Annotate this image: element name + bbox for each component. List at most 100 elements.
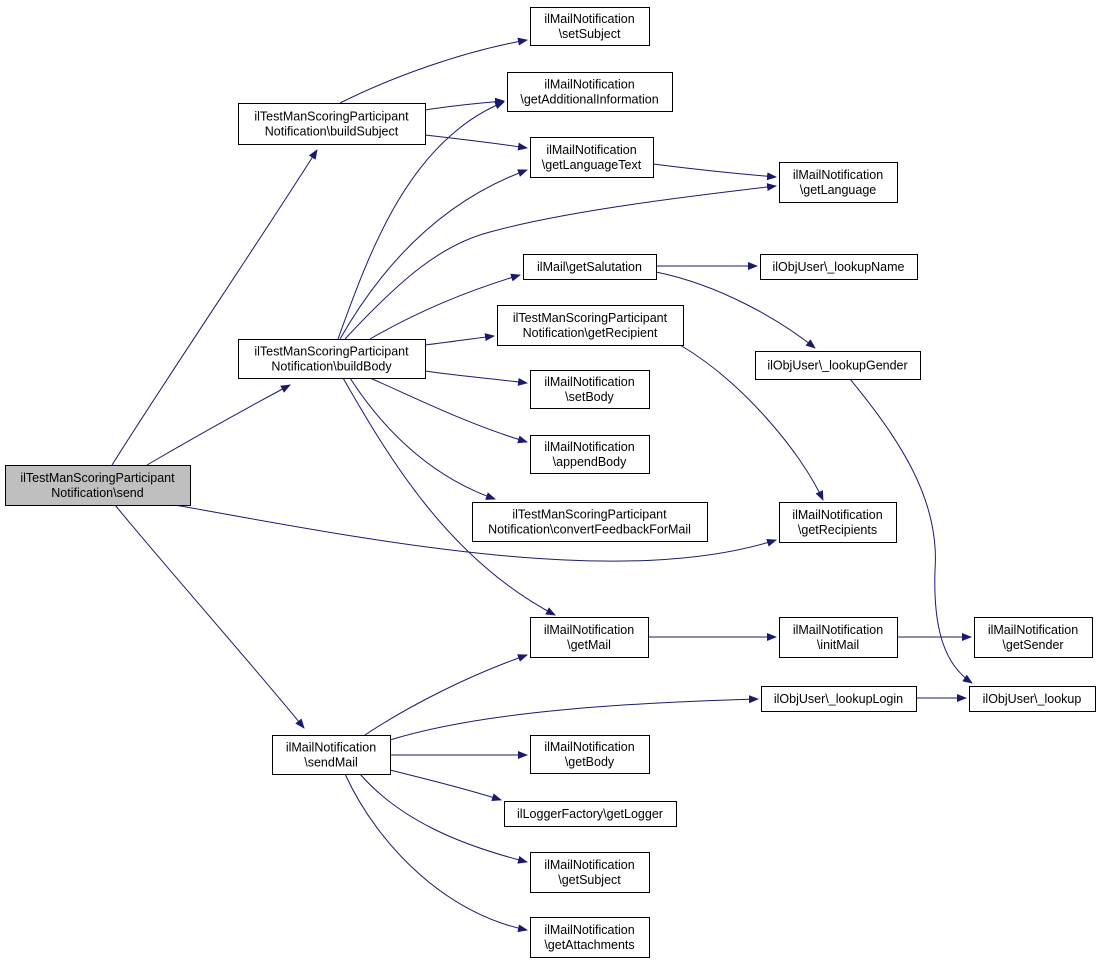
node-label-line: ilObjUser\_lookup (983, 692, 1082, 706)
node-getSubject[interactable]: ilMailNotification\getSubject (530, 852, 650, 893)
node-label-line: ilMailNotification (792, 508, 882, 522)
node-label-line: ilObjUser\_lookupName (772, 260, 904, 274)
node-initMail[interactable]: ilMailNotification\initMail (779, 617, 898, 658)
node-label-line: ilTestManScoringParticipant (254, 345, 409, 359)
node-box (472, 502, 708, 542)
node-label-line: ilObjUser\_lookupGender (767, 359, 907, 373)
node-label-line: \getLanguageText (542, 158, 642, 172)
node-getLanguageText[interactable]: ilMailNotification\getLanguageText (530, 137, 654, 178)
node-label-line: ilMailNotification (544, 375, 634, 389)
node-label-line: \initMail (817, 638, 859, 652)
node-label-line: ilLoggerFactory\getLogger (517, 807, 663, 821)
node-getBody[interactable]: ilMailNotification\getBody (530, 735, 650, 774)
node-box (530, 617, 649, 658)
node-label-line: \getSender (1002, 638, 1063, 652)
edge-getLanguageText-to-getLanguage (652, 163, 777, 181)
edge-send-to-getRecipients (174, 504, 777, 562)
node-label-line: Notification\buildSubject (265, 125, 399, 139)
node-box (530, 370, 650, 409)
edge-send-to-buildSubject (111, 149, 318, 466)
node-buildBody[interactable]: ilTestManScoringParticipantNotification\… (238, 339, 426, 379)
node-label-line: ilMailNotification (544, 623, 634, 637)
node-label-line: ilMailNotification (286, 741, 376, 755)
node-label-line: ilTestManScoringParticipant (512, 508, 667, 522)
node-label-line: ilMailNotification (546, 143, 636, 157)
nodes-layer: ilTestManScoringParticipantNotification\… (5, 7, 1096, 958)
edge-sendMail-to-getMail (364, 654, 528, 736)
node-label-line: ilMail\getSalutation (537, 260, 642, 274)
node-lookupName[interactable]: ilObjUser\_lookupName (760, 254, 918, 280)
node-getAdditionalInformation[interactable]: ilMailNotification\getAdditionalInformat… (507, 72, 673, 112)
edge-buildBody-to-convertFeedbackForMail (349, 377, 496, 500)
node-box (497, 305, 684, 346)
edge-buildBody-to-getLanguage (344, 183, 777, 340)
node-getMail[interactable]: ilMailNotification\getMail (530, 617, 649, 658)
node-label-line: ilObjUser\_lookupLogin (774, 692, 903, 706)
edge-getRecipient-to-getRecipients (679, 344, 824, 501)
node-box (530, 7, 650, 46)
edge-buildBody-to-getMail (342, 377, 556, 616)
edge-buildSubject-to-setSubject (339, 37, 528, 104)
edge-buildBody-to-getAdditionalInformation (337, 101, 505, 340)
node-box (779, 617, 898, 658)
node-box (530, 917, 650, 958)
node-label-line: ilMailNotification (544, 858, 634, 872)
edge-sendMail-to-getSubject (359, 773, 528, 864)
edge-buildBody-to-getSalutation (369, 273, 521, 340)
node-label-line: \getMail (567, 638, 611, 652)
node-label-line: \getLanguage (800, 183, 877, 197)
node-setSubject[interactable]: ilMailNotification\setSubject (530, 7, 650, 46)
node-label-line: \appendBody (553, 455, 627, 469)
edge-sendMail-to-getAttachments (344, 773, 528, 933)
node-getRecipients[interactable]: ilMailNotification\getRecipients (779, 502, 897, 543)
node-label-line: ilMailNotification (793, 623, 883, 637)
node-getSalutation[interactable]: ilMail\getSalutation (523, 254, 657, 280)
node-label-line: \getSubject (558, 873, 621, 887)
node-box (530, 435, 650, 474)
node-label-line: ilMailNotification (544, 78, 634, 92)
node-send[interactable]: ilTestManScoringParticipantNotification\… (5, 465, 191, 506)
node-appendBody[interactable]: ilMailNotification\appendBody (530, 435, 650, 474)
edge-sendMail-to-getLogger (389, 769, 502, 802)
node-convertFeedbackForMail[interactable]: ilTestManScoringParticipantNotification\… (472, 502, 708, 542)
node-box (779, 502, 897, 543)
node-getRecipient[interactable]: ilTestManScoringParticipantNotification\… (497, 305, 684, 346)
node-box (779, 162, 898, 203)
node-label-line: Notification\send (51, 486, 143, 500)
edge-send-to-sendMail (114, 504, 305, 729)
edge-sendMail-to-lookupLogin (389, 695, 759, 741)
node-box (272, 735, 391, 775)
node-label-line: \getAttachments (544, 938, 634, 952)
node-sendMail[interactable]: ilMailNotification\sendMail (272, 735, 391, 775)
node-box (238, 339, 426, 379)
node-box (507, 72, 673, 112)
node-getAttachments[interactable]: ilMailNotification\getAttachments (530, 917, 650, 958)
node-label-line: Notification\buildBody (271, 360, 392, 374)
node-setBody[interactable]: ilMailNotification\setBody (530, 370, 650, 409)
node-label-line: ilMailNotification (544, 923, 634, 937)
node-box (5, 465, 191, 506)
node-lookupLogin[interactable]: ilObjUser\_lookupLogin (761, 686, 917, 712)
node-lookupGender[interactable]: ilObjUser\_lookupGender (755, 351, 921, 380)
node-label-line: Notification\convertFeedbackForMail (488, 523, 691, 537)
node-label-line: ilTestManScoringParticipant (254, 110, 409, 124)
edge-getSalutation-to-lookupGender (655, 271, 816, 349)
node-label-line: \getAdditionalInformation (520, 93, 658, 107)
edge-buildBody-to-getLanguageText (339, 169, 528, 340)
node-lookup[interactable]: ilObjUser\_lookup (969, 686, 1096, 712)
node-label-line: ilMailNotification (988, 623, 1078, 637)
edge-buildBody-to-getRecipient (424, 333, 495, 346)
node-getLogger[interactable]: ilLoggerFactory\getLogger (504, 801, 677, 827)
node-label-line: \setSubject (559, 27, 621, 41)
node-box (755, 351, 921, 380)
node-getLanguage[interactable]: ilMailNotification\getLanguage (779, 162, 898, 203)
node-getSender[interactable]: ilMailNotification\getSender (974, 617, 1093, 658)
node-box (969, 686, 1096, 712)
node-label-line: ilMailNotification (793, 168, 883, 182)
edge-send-to-buildBody (146, 384, 291, 466)
node-buildSubject[interactable]: ilTestManScoringParticipantNotification\… (238, 103, 426, 145)
node-box (523, 254, 657, 280)
node-label-line: ilTestManScoringParticipant (513, 311, 668, 325)
node-box (761, 686, 917, 712)
